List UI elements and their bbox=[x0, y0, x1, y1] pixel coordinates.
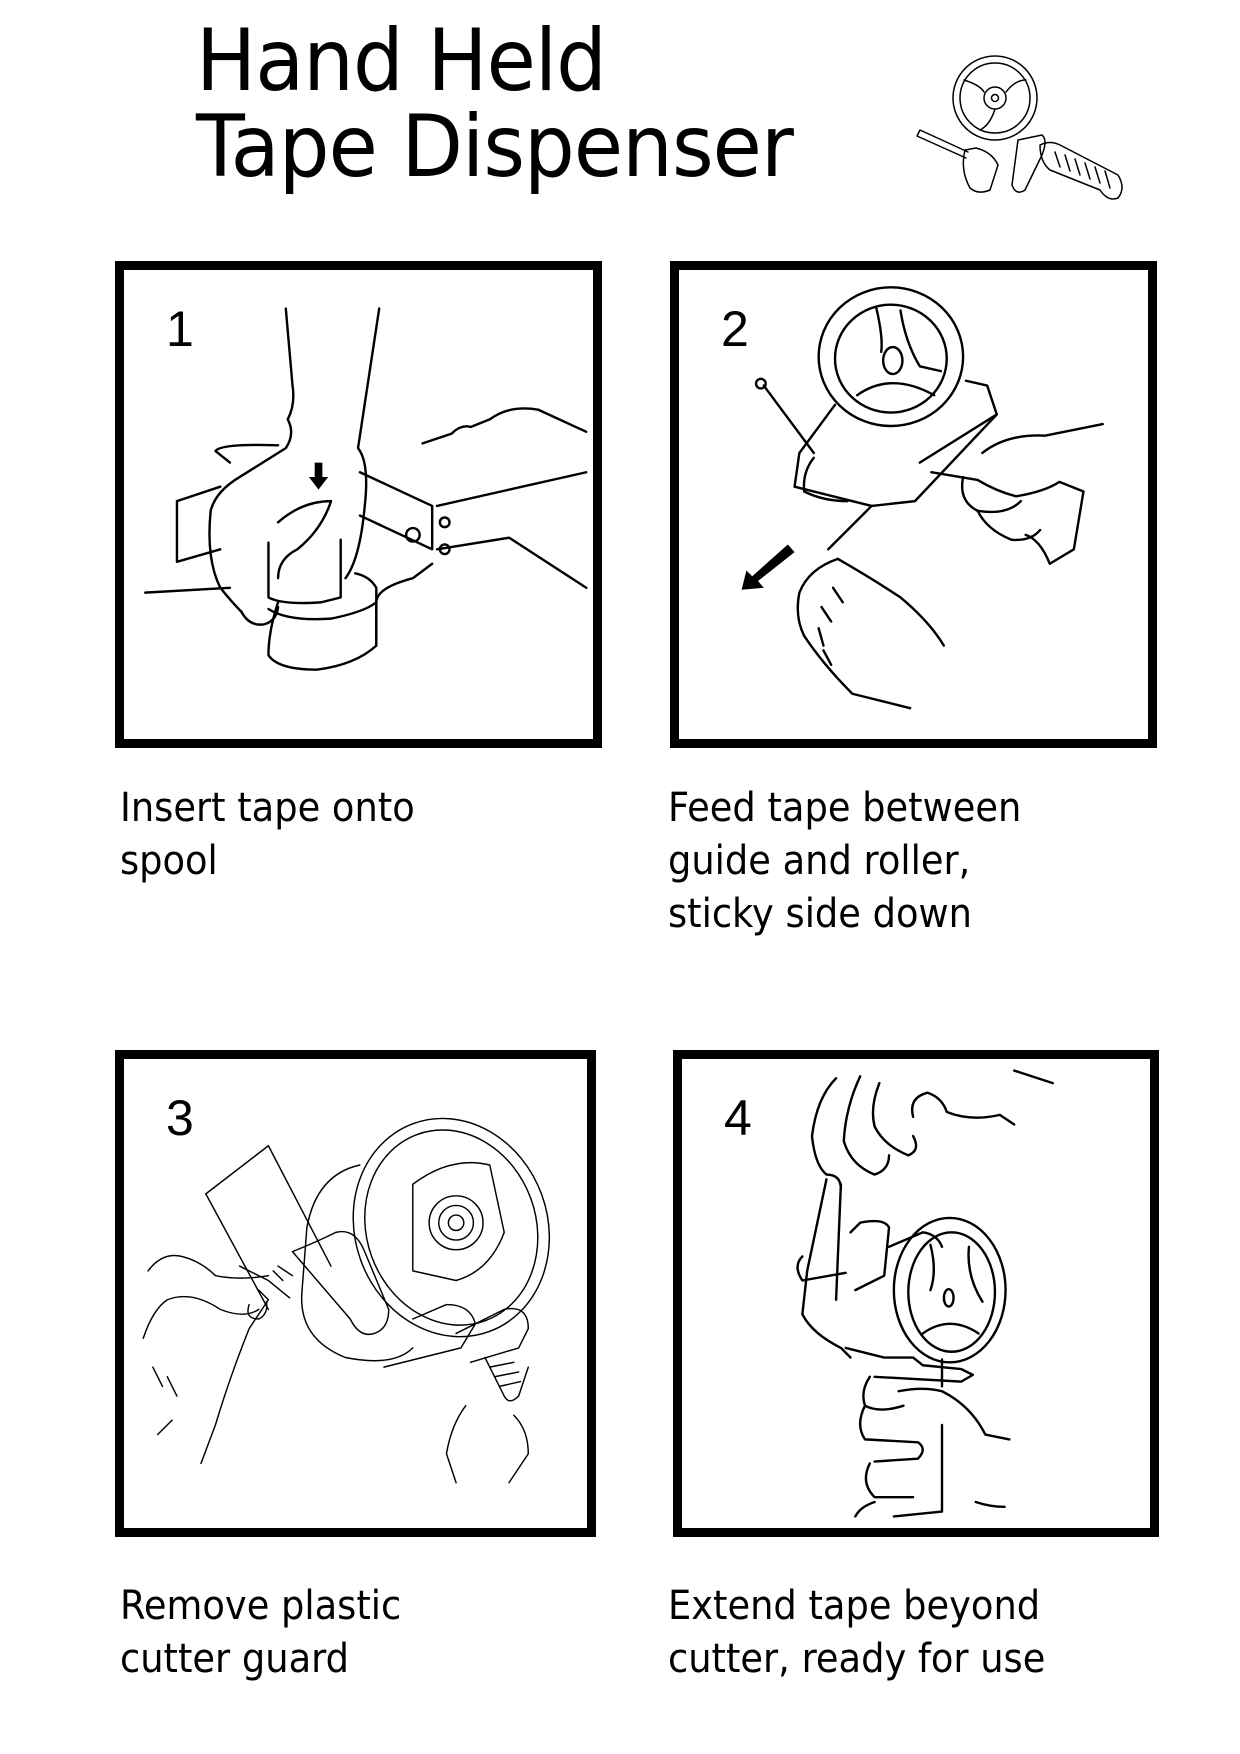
step-4-panel: 4 bbox=[673, 1050, 1159, 1537]
step-2-caption-line-1: Feed tape between bbox=[668, 785, 1022, 831]
step-4-caption-line-2: cutter, ready for use bbox=[668, 1636, 1046, 1682]
step-4-caption: Extend tape beyond cutter, ready for use bbox=[668, 1580, 1045, 1686]
step-3-caption: Remove plastic cutter guard bbox=[120, 1580, 401, 1686]
step-1-caption-line-2: spool bbox=[120, 838, 218, 884]
step-1-caption: Insert tape onto spool bbox=[120, 782, 415, 888]
step-2-caption-line-2: guide and roller, bbox=[668, 838, 971, 884]
step-2-panel: 2 bbox=[670, 261, 1157, 748]
hand-pressing-tape-onto-spool-illustration bbox=[143, 307, 588, 671]
tape-dispenser-icon bbox=[916, 55, 1123, 200]
step-3-panel: 3 bbox=[115, 1050, 596, 1537]
step-3-number: 3 bbox=[166, 1090, 194, 1146]
title-line-2: Tape Dispenser bbox=[196, 97, 794, 197]
step-1-caption-line-1: Insert tape onto bbox=[120, 785, 415, 831]
hand-removing-cutter-guard-illustration bbox=[142, 1117, 551, 1484]
hand-extending-tape-illustration bbox=[796, 1069, 1054, 1518]
step-1-panel: 1 bbox=[115, 261, 602, 748]
step-2-caption: Feed tape between guide and roller, stic… bbox=[668, 782, 1021, 941]
step-3-caption-line-2: cutter guard bbox=[120, 1636, 349, 1682]
step-2-caption-line-3: sticky side down bbox=[668, 891, 972, 937]
title-line-1: Hand Held bbox=[196, 11, 607, 111]
step-3-caption-line-1: Remove plastic bbox=[120, 1583, 402, 1629]
step-1-number: 1 bbox=[166, 301, 194, 357]
step-4-caption-line-1: Extend tape beyond bbox=[668, 1583, 1041, 1629]
step-4-number: 4 bbox=[724, 1090, 752, 1146]
hand-feeding-tape-through-roller-illustration bbox=[741, 286, 1104, 710]
page-title: Hand Held Tape Dispenser bbox=[196, 11, 794, 197]
step-2-number: 2 bbox=[721, 301, 749, 357]
